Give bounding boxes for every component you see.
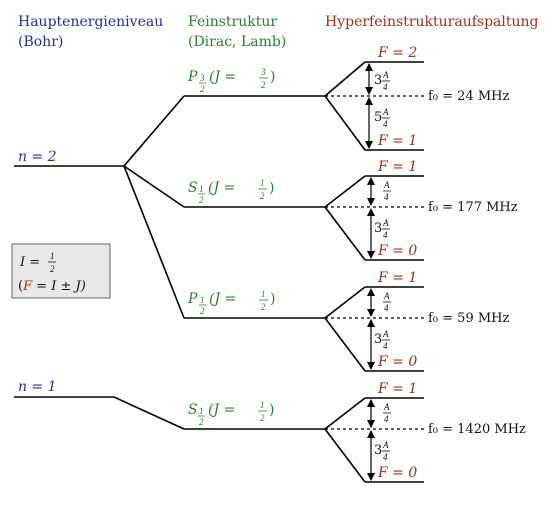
hyperfine-s12-a: F = 1 F = 0 A 4 3 A 4 f₀ = 177 MHz <box>324 159 518 261</box>
hyperfine-p32: F = 2 F = 1 3 A 4 5 A 4 f₀ = 24 MHz <box>324 45 510 151</box>
sub-num: 1 <box>199 406 204 416</box>
frac-bot-den: 4 <box>383 452 388 462</box>
j-post: ) <box>270 291 275 307</box>
label-f-bot: F = 0 <box>377 243 417 259</box>
j-pre: (J = <box>209 291 236 307</box>
fine-level-p12: P 1 2 (J = 1 2 ) <box>184 289 325 319</box>
sub-den: 2 <box>200 306 205 316</box>
j-num: 1 <box>260 178 265 188</box>
spin-line2-rest: = I ± J) <box>32 279 86 294</box>
spin-line2-open: ( <box>18 279 23 294</box>
fine-level-s12-a: S 1 2 (J = 1 2 ) <box>184 178 325 208</box>
spin-box-frame <box>11 243 111 299</box>
frac-top-num: A <box>383 291 390 301</box>
label-f-top: F = 2 <box>377 45 417 61</box>
j-post: ) <box>269 402 274 418</box>
coef-bot: 3 <box>374 332 382 347</box>
frac-top-num: A <box>383 180 390 190</box>
label-f-bot: F = 1 <box>377 133 417 149</box>
fine-level-p32-label: P <box>187 69 198 85</box>
hyperfine-p12: F = 1 F = 0 A 4 3 A 4 f₀ = 59 MHz <box>324 270 510 372</box>
sub-den: 2 <box>200 84 205 94</box>
spin-line2-f: F <box>22 279 33 294</box>
split-up <box>324 61 366 97</box>
bohr-header-line1: Hauptenergieniveau <box>18 14 163 30</box>
j-den: 2 <box>261 302 266 312</box>
j-num: 3 <box>260 67 266 77</box>
sub-num: 3 <box>199 73 205 83</box>
frac-top-den: 4 <box>384 192 389 202</box>
sub-num: 1 <box>200 295 205 305</box>
label-f-top: F = 1 <box>377 270 417 286</box>
frac-top-num: A <box>383 402 390 412</box>
sub-num: 1 <box>199 184 204 194</box>
j-den: 2 <box>260 413 265 423</box>
frequency-label: f₀ = 177 MHz <box>428 200 518 215</box>
coef-bot: 3 <box>374 443 382 458</box>
label-f-top: F = 1 <box>377 381 417 397</box>
coef-top: 3 <box>374 73 382 88</box>
spin-line1-pre: I = <box>19 255 40 270</box>
letter: S <box>188 180 198 196</box>
connector-n2-p12 <box>123 165 185 319</box>
level-n2-label: n = 2 <box>18 149 57 165</box>
split-up <box>324 397 366 430</box>
frac-bot-den: 4 <box>383 119 388 129</box>
j-pre: (J = <box>208 180 235 196</box>
spin-line1-den: 2 <box>50 264 55 274</box>
frac-bot-num: A <box>382 107 389 117</box>
fine-header-line1: Feinstruktur <box>188 14 277 30</box>
j-den: 2 <box>261 80 266 90</box>
split-up <box>324 175 366 208</box>
split-down <box>324 206 366 261</box>
hyperfine-header: Hyperfeinstrukturaufspaltung <box>325 14 539 30</box>
frac-top-den: 4 <box>384 414 389 424</box>
label-f-bot: F = 0 <box>377 354 417 370</box>
frequency-label: f₀ = 24 MHz <box>428 89 510 104</box>
frequency-label: f₀ = 1420 MHz <box>428 422 526 437</box>
coef-bot: 5 <box>374 110 382 125</box>
j-num: 1 <box>260 400 265 410</box>
sub-den: 2 <box>199 195 204 205</box>
fine-level-s12-b: S 1 2 (J = 1 2 ) <box>184 400 325 430</box>
bohr-header-line2: (Bohr) <box>18 34 63 50</box>
nuclear-spin-box: I = 1 2 (F = I ± J) <box>11 243 111 299</box>
sub-den: 2 <box>199 417 204 427</box>
j-den: 2 <box>260 191 265 201</box>
letter: P <box>187 69 198 85</box>
coef-bot: 3 <box>374 221 382 236</box>
label-f-bot: F = 0 <box>377 465 417 481</box>
frac-bot-num: A <box>382 218 389 228</box>
j-pre: (J = <box>208 402 235 418</box>
j-post: ) <box>269 180 274 196</box>
split-down <box>324 317 366 372</box>
connector-n1-s12 <box>113 396 185 430</box>
split-down <box>324 428 366 483</box>
frac-top-den: 4 <box>384 303 389 313</box>
frac-top-den: 4 <box>383 82 388 92</box>
split-down <box>324 95 366 151</box>
level-n1-label: n = 1 <box>18 379 57 395</box>
connector-n2-s12 <box>123 165 185 208</box>
j-pre: (J = <box>209 69 236 85</box>
fine-header-line2: (Dirac, Lamb) <box>188 34 286 50</box>
spin-line2: (F = I ± J) <box>18 279 86 294</box>
letter: P <box>187 291 198 307</box>
frac-bot-num: A <box>382 440 389 450</box>
hyperfine-s12-b: F = 1 F = 0 A 4 3 A 4 f₀ = 1420 MHz <box>324 381 526 483</box>
frac-top-num: A <box>382 70 389 80</box>
spin-line1-num: 1 <box>50 251 55 261</box>
fine-level-p32: P 3 2 (J = 3 2 ) <box>184 67 325 97</box>
frac-bot-den: 4 <box>383 230 388 240</box>
letter: S <box>188 402 198 418</box>
frac-bot-num: A <box>382 329 389 339</box>
frequency-label: f₀ = 59 MHz <box>428 311 510 326</box>
connector-n2-p32 <box>123 95 185 167</box>
frac-bot-den: 4 <box>383 341 388 351</box>
split-up <box>324 286 366 319</box>
j-num: 1 <box>261 289 266 299</box>
label-f-top: F = 1 <box>377 159 417 175</box>
j-post: ) <box>270 69 275 85</box>
